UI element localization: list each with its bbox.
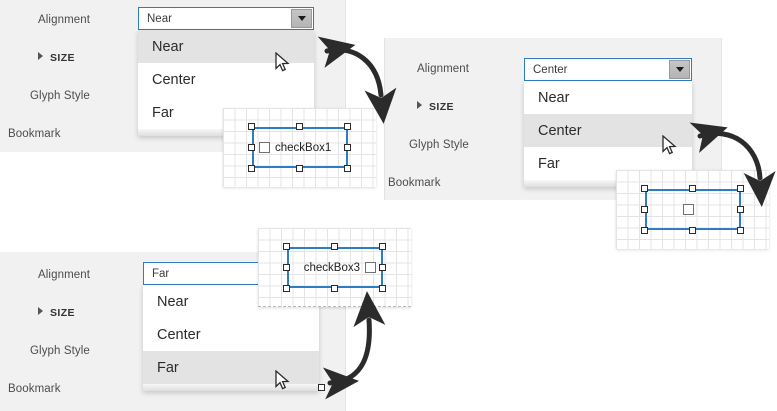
combobox-value: Near	[147, 12, 172, 25]
checkbox-glyph[interactable]	[259, 142, 270, 153]
cursor-far	[275, 370, 290, 390]
chevron-down-icon[interactable]	[291, 9, 312, 28]
dropdown-option-far[interactable]: Far	[152, 104, 174, 121]
expand-arrow-icon	[38, 52, 43, 60]
label-alignment: Alignment	[38, 14, 91, 26]
resize-handle[interactable]	[283, 264, 290, 271]
resize-handle[interactable]	[283, 285, 290, 292]
resize-handle[interactable]	[248, 165, 255, 172]
resize-handle[interactable]	[641, 227, 648, 234]
dropdown-option-far[interactable]: Far	[538, 155, 560, 172]
size-section-header[interactable]: SIZE	[38, 307, 75, 319]
resize-handle[interactable]	[331, 243, 338, 250]
resize-handle[interactable]	[379, 243, 386, 250]
resize-handle[interactable]	[379, 264, 386, 271]
alignment-combobox-near[interactable]: Near	[138, 7, 314, 30]
label-alignment: Alignment	[417, 63, 470, 75]
resize-handle[interactable]	[248, 123, 255, 130]
cursor-center	[662, 135, 677, 155]
cursor-near	[275, 52, 290, 72]
resize-handle[interactable]	[379, 285, 386, 292]
expand-arrow-icon	[417, 101, 422, 109]
checkbox-label: checkBox3	[303, 261, 360, 274]
checkbox-control-near[interactable]: checkBox1	[252, 127, 348, 168]
alignment-dropdown-center[interactable]: Near Center Far	[524, 81, 692, 187]
design-surface-center[interactable]	[616, 170, 769, 249]
label-glyph-style: Glyph Style	[30, 345, 90, 357]
dropdown-option-near[interactable]: Near	[157, 293, 189, 310]
combobox-value: Far	[152, 267, 170, 280]
size-label: SIZE	[50, 52, 75, 64]
dropdown-option-near[interactable]: Near	[138, 30, 314, 63]
dropdown-option-far[interactable]: Far	[143, 351, 319, 384]
size-label: SIZE	[429, 101, 454, 113]
size-section-header[interactable]: SIZE	[38, 52, 75, 64]
checkbox-glyph[interactable]	[682, 204, 694, 215]
resize-handle[interactable]	[689, 185, 696, 192]
dropdown-footer	[143, 384, 319, 391]
surface-bottom-divider	[258, 306, 411, 307]
alignment-combobox-center[interactable]: Center	[524, 58, 692, 81]
label-glyph-style: Glyph Style	[409, 139, 469, 151]
resize-handle[interactable]	[344, 165, 351, 172]
resize-handle[interactable]	[344, 123, 351, 130]
checkbox-label: checkBox1	[275, 141, 332, 154]
resize-handle[interactable]	[344, 144, 351, 151]
resize-handle[interactable]	[689, 227, 696, 234]
label-bookmark: Bookmark	[8, 128, 61, 140]
label-alignment: Alignment	[38, 269, 91, 281]
resize-handle[interactable]	[641, 206, 648, 213]
resize-handle[interactable]	[641, 185, 648, 192]
checkbox-control-far[interactable]: checkBox3	[287, 247, 383, 288]
dropdown-option-near[interactable]: Near	[538, 89, 570, 106]
label-glyph-style: Glyph Style	[30, 90, 90, 102]
resize-handle[interactable]	[296, 165, 303, 172]
design-surface-far[interactable]: checkBox3	[258, 228, 411, 307]
checkbox-glyph[interactable]	[365, 262, 376, 273]
combobox-value: Center	[533, 63, 568, 76]
size-label: SIZE	[50, 307, 75, 319]
label-bookmark: Bookmark	[388, 177, 441, 189]
label-bookmark: Bookmark	[8, 383, 61, 395]
size-section-header[interactable]: SIZE	[417, 101, 454, 113]
chevron-down-icon[interactable]	[669, 60, 690, 79]
resize-handle[interactable]	[737, 206, 744, 213]
dropdown-option-center[interactable]: Center	[152, 71, 196, 88]
checkbox-control-center[interactable]	[645, 189, 741, 230]
design-surface-near[interactable]: checkBox1	[223, 108, 376, 187]
dropdown-footer	[524, 180, 692, 187]
dropdown-option-center[interactable]: Center	[157, 326, 201, 343]
resize-handle[interactable]	[296, 123, 303, 130]
resize-handle[interactable]	[248, 144, 255, 151]
resize-handle[interactable]	[283, 243, 290, 250]
resize-handle[interactable]	[331, 285, 338, 292]
resize-handle[interactable]	[737, 185, 744, 192]
expand-arrow-icon	[38, 307, 43, 315]
resize-handle[interactable]	[318, 384, 325, 391]
resize-handle[interactable]	[737, 227, 744, 234]
